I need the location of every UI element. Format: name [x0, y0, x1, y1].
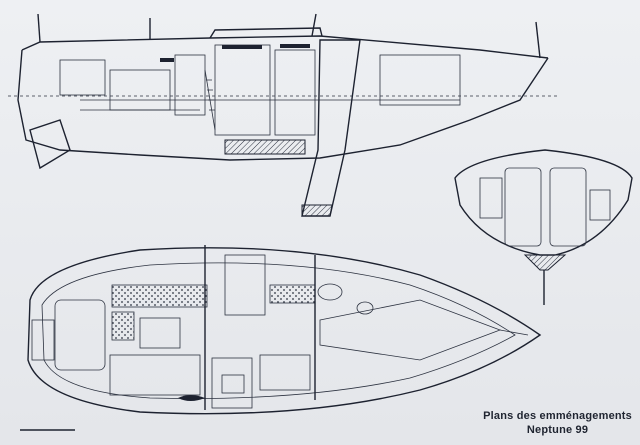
hull-outline-plan: [27, 247, 542, 415]
quarter-berth: [59, 59, 106, 96]
sink-mark: [178, 395, 205, 401]
section-cabinet: [589, 189, 611, 221]
plan-caption: Plans des emménagements Neptune 99: [483, 409, 632, 437]
cross-section-view: [454, 149, 633, 305]
section-locker: [479, 177, 503, 219]
saloon-bulkhead: [214, 44, 271, 136]
nav-station: [174, 54, 206, 116]
section-bunk-starboard: [549, 167, 587, 247]
plan-view: [27, 245, 542, 415]
keel: [301, 39, 361, 217]
stern-pulpit: [37, 13, 41, 43]
deck-edge-plan: [41, 262, 516, 399]
galley-plan: [211, 357, 253, 409]
cabin-top: [209, 27, 323, 39]
head-plan: [224, 254, 266, 316]
caption-title: Plans des emménagements: [483, 410, 632, 422]
cushion-forward: [269, 284, 316, 304]
anchor-well: [499, 329, 529, 336]
bilge-ballast: [224, 139, 306, 155]
cushion-port: [111, 284, 208, 308]
portlight-2: [280, 44, 310, 48]
cushion-aft: [111, 311, 135, 341]
saloon-table: [139, 317, 181, 349]
bow-pulpit: [535, 21, 541, 59]
section-keel-stub: [523, 254, 567, 271]
cockpit: [54, 299, 106, 371]
companion-ladder: [204, 69, 216, 131]
settee-starboard: [109, 354, 201, 396]
portlight-3: [160, 58, 174, 62]
portlight-1: [222, 45, 262, 49]
sole-lines: [80, 99, 460, 111]
washbasin: [317, 283, 343, 301]
caption-subtitle: Neptune 99: [526, 424, 589, 436]
head-compartment: [274, 49, 316, 136]
deck-line: [21, 35, 549, 59]
v-berth: [319, 299, 502, 361]
forward-cabin: [379, 54, 461, 106]
section-bunk-port: [504, 167, 542, 247]
transom-locker: [31, 319, 55, 361]
toilet: [356, 301, 374, 315]
side-profile-view: [8, 13, 560, 217]
keel-ballast: [301, 204, 333, 217]
wet-locker: [259, 354, 311, 391]
galley-stove: [221, 374, 245, 394]
galley-block: [109, 69, 171, 111]
mast-stub: [311, 13, 317, 37]
hull-profile: [17, 49, 549, 161]
hull-section: [454, 149, 633, 256]
rudder: [29, 119, 71, 170]
